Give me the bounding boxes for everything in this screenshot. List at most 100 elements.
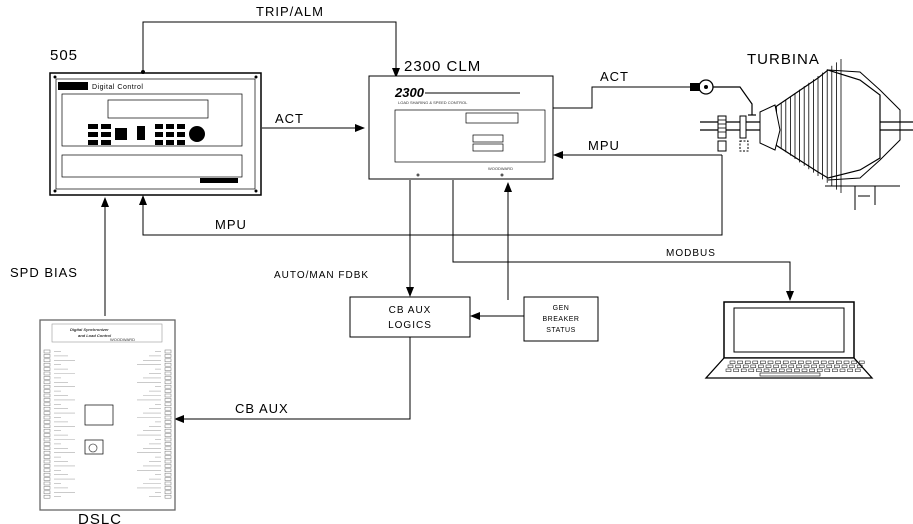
laptop-key bbox=[744, 360, 751, 364]
laptop-key bbox=[832, 368, 838, 372]
laptop-key bbox=[843, 360, 850, 364]
dslc-terminal bbox=[164, 477, 172, 481]
dslc-terminal bbox=[43, 406, 51, 411]
cb-aux-logics-line2: LOGICS bbox=[388, 320, 432, 331]
laptop-key bbox=[788, 364, 795, 368]
laptop-key bbox=[740, 368, 747, 372]
dslc-terminal bbox=[43, 420, 51, 424]
laptop-key bbox=[834, 364, 840, 368]
wire-act-turbine bbox=[553, 86, 690, 109]
laptop-key bbox=[803, 364, 810, 368]
dslc-terminal bbox=[164, 371, 172, 376]
wire-modbus bbox=[452, 180, 794, 301]
dslc-terminal bbox=[43, 446, 51, 451]
dslc-terminal bbox=[43, 455, 51, 459]
dslc-terminal bbox=[164, 450, 172, 455]
dslc-terminal bbox=[164, 468, 172, 473]
turbine-drawing bbox=[690, 59, 913, 210]
2300-brand: WOODWARD bbox=[488, 166, 513, 171]
laptop-icon bbox=[704, 301, 874, 379]
laptop-key bbox=[816, 368, 823, 372]
cb-aux-logics-line1: CB AUX bbox=[389, 305, 432, 316]
dslc-terminal bbox=[43, 486, 51, 490]
505-faceplate-subtitle: Digital Control bbox=[92, 84, 143, 91]
dslc-terminal bbox=[43, 468, 51, 473]
controller-505: Digital Control bbox=[49, 70, 262, 196]
laptop-key bbox=[760, 360, 766, 364]
dslc-terminal bbox=[164, 481, 172, 486]
gen-breaker-line1: GEN bbox=[553, 305, 570, 312]
laptop-key bbox=[752, 360, 759, 364]
laptop-key bbox=[725, 368, 732, 372]
laptop-key bbox=[767, 360, 774, 364]
dslc-terminal bbox=[43, 358, 51, 363]
dslc-terminal bbox=[164, 433, 172, 437]
wire-cb-aux bbox=[174, 336, 411, 423]
dslc-terminal bbox=[43, 428, 51, 433]
dslc-terminal bbox=[164, 494, 172, 499]
laptop-key bbox=[786, 368, 793, 372]
dslc-terminal bbox=[43, 362, 51, 367]
dslc-terminal bbox=[164, 424, 172, 429]
dslc-terminal bbox=[43, 349, 51, 354]
laptop-key bbox=[828, 360, 835, 364]
dslc-faceplate-title: Digital Synchronizer bbox=[70, 327, 109, 332]
dslc-terminal bbox=[164, 428, 172, 433]
laptop-key bbox=[765, 364, 772, 368]
dslc-terminal bbox=[43, 450, 51, 455]
laptop-key bbox=[811, 364, 817, 368]
laptop-key bbox=[748, 368, 755, 372]
dslc-terminal bbox=[43, 477, 51, 481]
laptop-key bbox=[841, 364, 848, 368]
dslc-terminal bbox=[43, 411, 51, 415]
laptop-key bbox=[798, 360, 804, 364]
dslc-faceplate-subtitle: and Load Control bbox=[78, 333, 112, 338]
gen-breaker-line2: BREAKER bbox=[543, 316, 580, 323]
dslc-terminal bbox=[164, 442, 172, 446]
dslc-terminal bbox=[164, 459, 172, 464]
dslc-terminal bbox=[43, 472, 51, 477]
dslc-terminal bbox=[164, 349, 172, 354]
laptop-key bbox=[775, 360, 781, 364]
laptop-key bbox=[847, 368, 853, 372]
label-modbus: MODBUS bbox=[666, 248, 716, 259]
dslc-terminal bbox=[43, 384, 51, 389]
laptop-key bbox=[858, 360, 865, 364]
laptop-key bbox=[796, 364, 802, 368]
dslc-terminal bbox=[164, 389, 172, 393]
laptop-key bbox=[824, 368, 831, 372]
laptop-key bbox=[856, 364, 863, 368]
dslc-terminal bbox=[43, 402, 51, 407]
label-trip-alm: TRIP/ALM bbox=[256, 4, 324, 19]
dslc-terminal bbox=[43, 490, 51, 495]
dslc-terminal bbox=[164, 384, 172, 389]
dslc-terminal bbox=[43, 433, 51, 437]
laptop-key bbox=[735, 364, 741, 368]
dslc-terminal bbox=[43, 371, 51, 376]
label-act-turbine: ACT bbox=[600, 69, 629, 84]
dslc-terminal bbox=[43, 398, 51, 402]
block-gen-breaker-status: GEN BREAKER STATUS bbox=[523, 296, 599, 342]
laptop-key bbox=[809, 368, 815, 372]
dslc-terminal bbox=[43, 481, 51, 486]
laptop-key bbox=[849, 364, 855, 368]
laptop-key bbox=[763, 368, 770, 372]
laptop-key bbox=[756, 368, 762, 372]
label-mpu-505: MPU bbox=[215, 217, 247, 232]
dslc-terminal bbox=[164, 437, 172, 442]
dslc-terminal bbox=[43, 389, 51, 393]
laptop-key bbox=[826, 364, 833, 368]
dslc-terminal bbox=[164, 455, 172, 459]
dslc-terminal bbox=[43, 354, 51, 358]
dslc-terminal bbox=[164, 393, 172, 398]
dslc-terminal bbox=[164, 446, 172, 451]
dslc-terminal bbox=[43, 494, 51, 499]
dslc-terminal bbox=[164, 354, 172, 358]
dslc-terminal bbox=[164, 380, 172, 385]
laptop-key bbox=[851, 360, 857, 364]
laptop-key bbox=[758, 364, 764, 368]
505-keypad bbox=[88, 124, 205, 145]
laptop-key bbox=[737, 360, 743, 364]
laptop-key bbox=[750, 364, 757, 368]
label-spd-bias: SPD BIAS bbox=[10, 265, 78, 280]
